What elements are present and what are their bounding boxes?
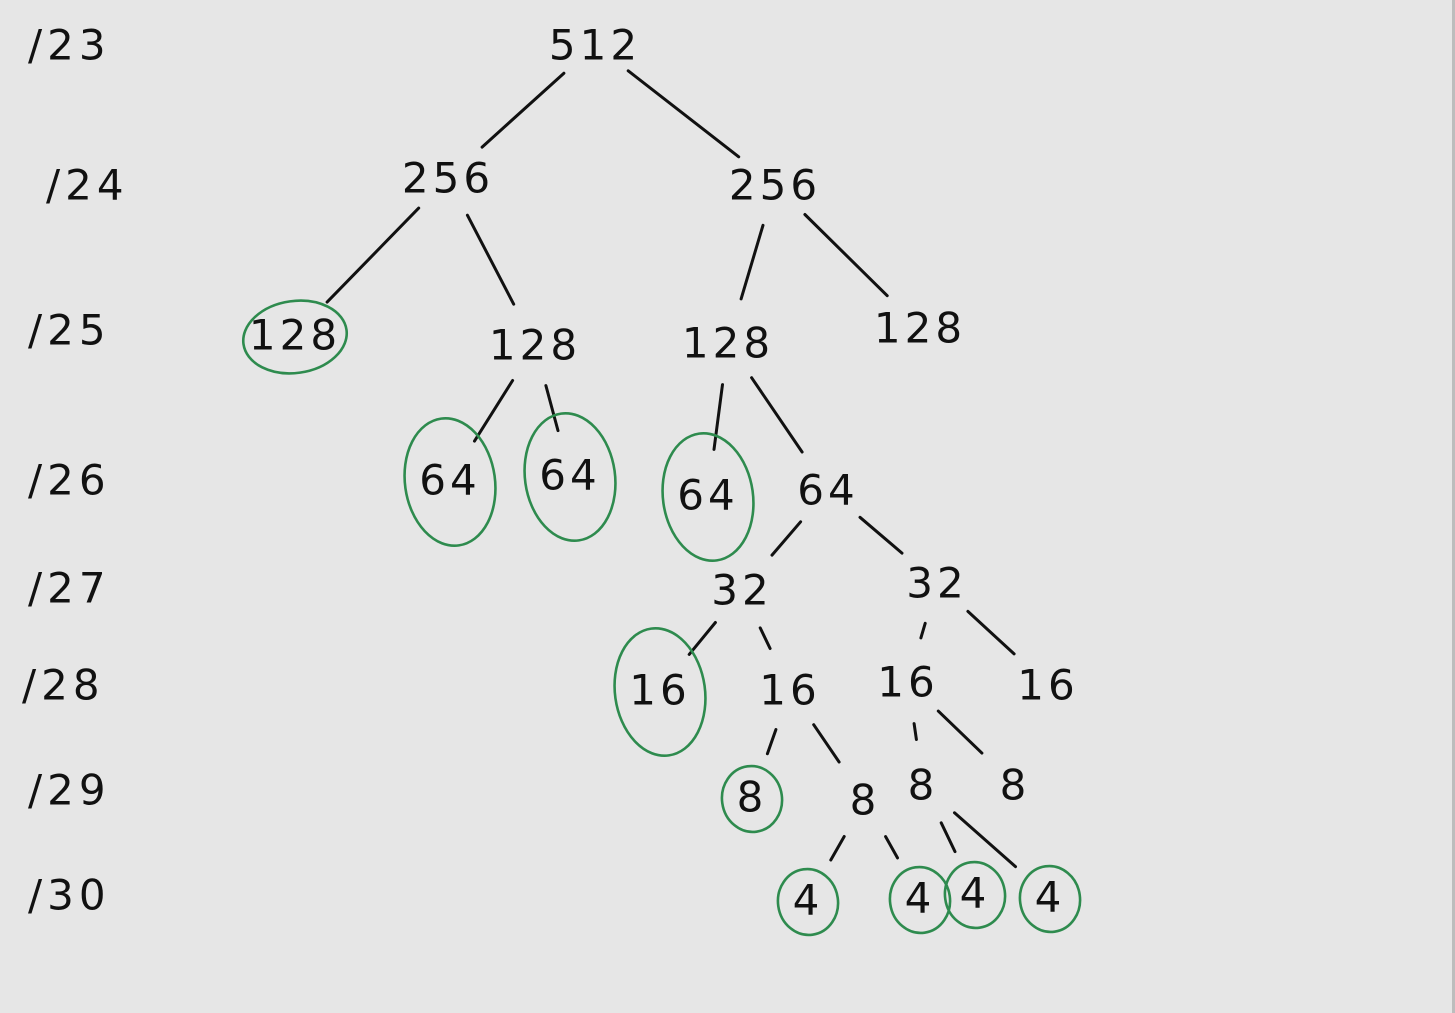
allocated-circle-n30d	[1018, 864, 1082, 934]
prefix-label-30: /30	[28, 871, 111, 920]
tree-edge-n23-n24b	[626, 69, 741, 159]
tree-node-n27b: 32	[906, 559, 967, 608]
tree-node-n27a: 32	[711, 566, 772, 615]
tree-edge-n27b-n28d	[966, 609, 1016, 656]
tree-node-n30d: 4	[1035, 873, 1066, 922]
prefix-label-25: /25	[28, 306, 111, 355]
tree-edge-n25c-n26d	[750, 376, 804, 454]
prefix-label-29: /29	[28, 766, 111, 815]
tree-node-labels: 512 256 256 128 128 128 128 64 64 64 64 32 32 16 16 16 1…	[249, 21, 1078, 925]
tree-node-n24a: 256	[402, 154, 494, 203]
tree-edge-n29b-n30a	[829, 835, 846, 862]
tree-edge-n25b-n26b	[544, 384, 560, 433]
tree-edge-n24a-n25a	[325, 206, 421, 304]
tree-edge-n24b-n25c	[739, 223, 765, 301]
allocated-circles	[241, 299, 1082, 937]
allocated-circle-n25a	[241, 299, 349, 375]
tree-node-n28a: 16	[629, 666, 690, 715]
tree-edge-n24a-n25b	[465, 213, 516, 306]
tree-edge-n28c-n29c	[912, 722, 918, 741]
tree-edge-n29b-n30b	[884, 835, 899, 860]
tree-node-n30a: 4	[793, 876, 824, 925]
tree-node-n29d: 8	[1000, 761, 1031, 810]
allocated-circle-n28a	[613, 627, 707, 757]
tree-node-n29b: 8	[850, 776, 881, 825]
tree-edge-n26d-n27b	[858, 515, 904, 555]
prefix-label-27: /27	[28, 564, 111, 613]
tree-edge-n27a-n28b	[758, 626, 772, 650]
tree-node-n24b: 256	[729, 161, 821, 210]
tree-edge-n29c-n30d	[953, 811, 1017, 869]
allocated-circle-n29a	[720, 764, 784, 834]
tree-edge-n25b-n26a	[473, 379, 515, 443]
tree-node-n26c: 64	[677, 471, 738, 520]
tree-node-n28b: 16	[759, 666, 820, 715]
tree-node-n29a: 8	[737, 773, 768, 822]
prefix-label-28: /28	[22, 661, 105, 710]
tree-node-n25b: 128	[489, 321, 581, 370]
allocated-circle-n26a	[403, 417, 497, 547]
tree-edge-n28b-n29b	[812, 723, 841, 764]
prefix-column: /23/24/25/26/27/28/29/30	[22, 21, 129, 920]
allocated-circle-n26c	[661, 432, 755, 562]
page-edge-divider	[1452, 0, 1455, 1013]
tree-node-n26d: 64	[797, 466, 858, 515]
tree-node-n29c: 8	[908, 761, 939, 810]
allocated-circle-n30a	[776, 867, 840, 937]
tree-node-n28c: 16	[877, 658, 938, 707]
tree-edge-n29c-n30c	[939, 821, 957, 854]
tree-edge-n23-n24a	[480, 71, 566, 149]
tree-edge-n25c-n26c	[712, 383, 724, 451]
tree-node-n25d: 128	[874, 304, 966, 353]
tree-node-n23: 512	[549, 21, 641, 70]
prefix-label-26: /26	[28, 456, 111, 505]
tree-edge-n26d-n27a	[770, 520, 803, 557]
tree-edge-n24b-n25d	[803, 213, 889, 298]
allocated-circle-n26b	[523, 412, 617, 542]
prefix-label-24: /24	[46, 161, 129, 210]
tree-node-n25c: 128	[682, 319, 774, 368]
tree-node-n30b: 4	[905, 874, 936, 923]
tree-edges	[325, 69, 1017, 869]
tree-node-n28d: 16	[1017, 661, 1078, 710]
tree-node-n25a: 128	[249, 311, 341, 360]
tree-edge-n27b-n28c	[919, 621, 927, 640]
allocated-circle-n30c	[943, 860, 1007, 930]
tree-edge-n28b-n29a	[765, 728, 778, 756]
tree-edge-n27a-n28a	[687, 621, 717, 656]
tree-node-n30c: 4	[960, 869, 991, 918]
allocated-circle-n30b	[888, 865, 952, 935]
tree-edge-n28c-n29d	[936, 709, 984, 755]
tree-node-n26a: 64	[419, 456, 480, 505]
tree-node-n26b: 64	[539, 451, 600, 500]
prefix-label-23: /23	[28, 21, 111, 70]
